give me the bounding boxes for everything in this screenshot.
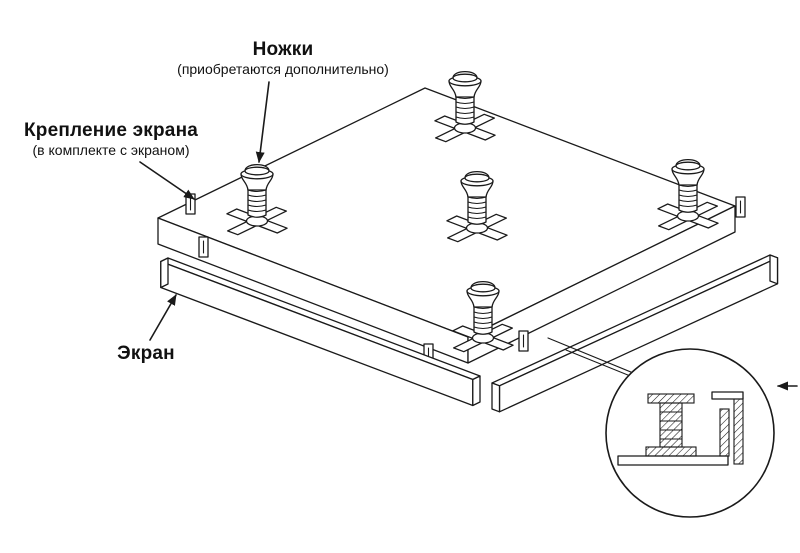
label-screen-mount-title: Крепление экрана (24, 120, 198, 141)
screen-panel-end-face (472, 375, 481, 407)
label-screen-mount: Крепление экрана (в комплекте с экраном) (24, 120, 198, 200)
label-feet: Ножки (приобретаются дополнительно) (177, 39, 389, 163)
detail-circle (605, 348, 775, 518)
screen-panel-left (160, 257, 481, 407)
tray (157, 87, 736, 364)
label-screen-mount-subtitle: (в комплекте с экраном) (33, 142, 190, 158)
label-screen-title: Экран (117, 343, 175, 364)
label-feet-subtitle: (приобретаются дополнительно) (177, 61, 389, 77)
detail-screen-section (711, 391, 744, 465)
label-feet-title: Ножки (253, 39, 314, 60)
screen-panel-end-face (160, 257, 169, 289)
detail-foot-section (645, 393, 697, 457)
screen-panel-end-face (769, 254, 779, 285)
feet-label-arrow (255, 81, 270, 163)
screen-label-arrow (149, 294, 177, 341)
detail-bracket-section (719, 408, 730, 457)
labels: Ножки (приобретаются дополнительно) Креп… (24, 39, 389, 364)
label-screen: Экран (117, 294, 177, 364)
screen-mount-bracket (735, 196, 746, 218)
detail-tray-slab (617, 455, 729, 466)
screen-mount-bracket (198, 236, 209, 258)
screen-panel-right (491, 254, 779, 413)
screen-mount-label-arrow (139, 161, 195, 200)
screen-mount-bracket (518, 330, 529, 352)
detail-callout (547, 337, 798, 518)
tray-front-right-face (467, 205, 736, 364)
screen-panel-end-face (491, 382, 501, 413)
